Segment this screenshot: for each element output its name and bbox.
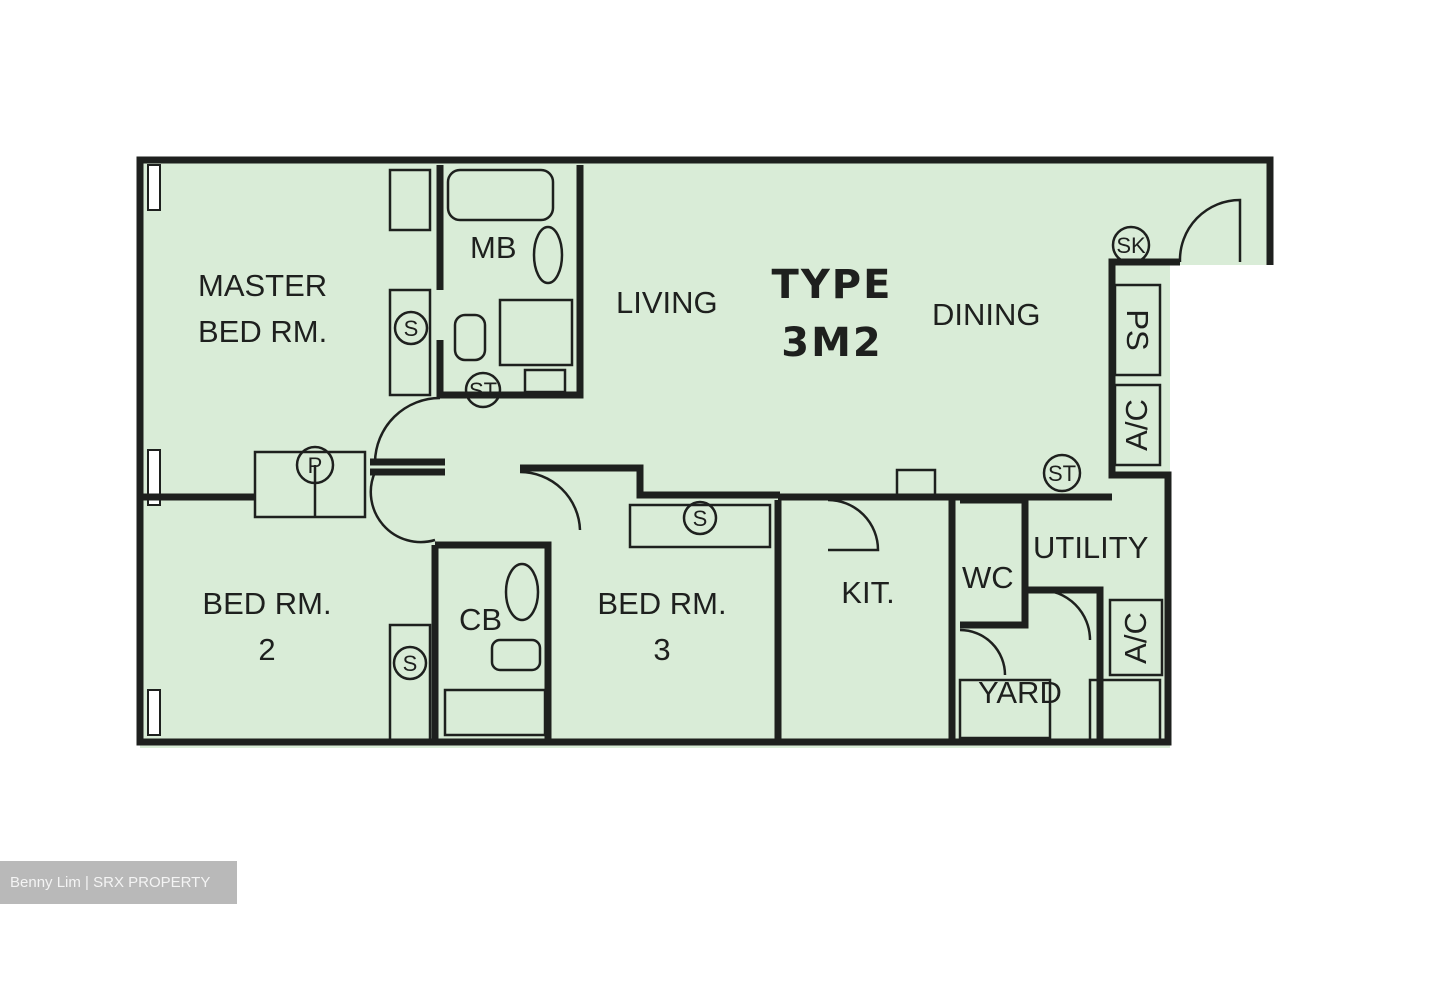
socket-symbol: S <box>403 651 418 676</box>
socket-symbol: S <box>693 506 708 531</box>
label-common-bath: CB <box>459 602 502 637</box>
pipe-symbol: P <box>308 453 323 478</box>
label-bedroom-3-num: 3 <box>653 632 670 667</box>
floor-area <box>140 157 1270 748</box>
label-dining: DINING <box>932 297 1041 332</box>
plan-title-code: 3M2 <box>781 320 882 366</box>
label-ac-1: A/C <box>1119 399 1154 451</box>
label-master-bedroom-2: BED RM. <box>198 314 327 349</box>
label-bedroom-3: BED RM. <box>597 586 726 621</box>
label-ps: PS <box>1120 309 1155 350</box>
label-kitchen: KIT. <box>841 575 894 610</box>
interior-walls <box>140 165 1242 742</box>
sink-symbol: SK <box>1116 233 1146 258</box>
label-master-bath: MB <box>470 230 517 265</box>
label-wc: WC <box>962 560 1014 595</box>
window <box>147 164 161 211</box>
watermark-credit: Benny Lim | SRX PROPERTY <box>0 861 237 904</box>
label-master-bedroom: MASTER <box>198 268 327 303</box>
label-bedroom-2-num: 2 <box>258 632 275 667</box>
label-ac-2: A/C <box>1118 612 1153 664</box>
label-bedroom-2: BED RM. <box>202 586 331 621</box>
label-living: LIVING <box>616 285 718 320</box>
window <box>147 449 161 506</box>
store-symbol: ST <box>1048 461 1076 486</box>
symbol-markers: S S S ST ST P SK <box>295 225 1151 681</box>
label-utility: UTILITY <box>1033 530 1148 565</box>
socket-symbol: S <box>404 316 419 341</box>
plan-title-type: TYPE <box>772 262 893 308</box>
label-yard: YARD <box>978 675 1062 710</box>
outer-wall <box>136 156 1274 746</box>
window <box>147 689 161 736</box>
store-symbol: ST <box>469 378 497 403</box>
